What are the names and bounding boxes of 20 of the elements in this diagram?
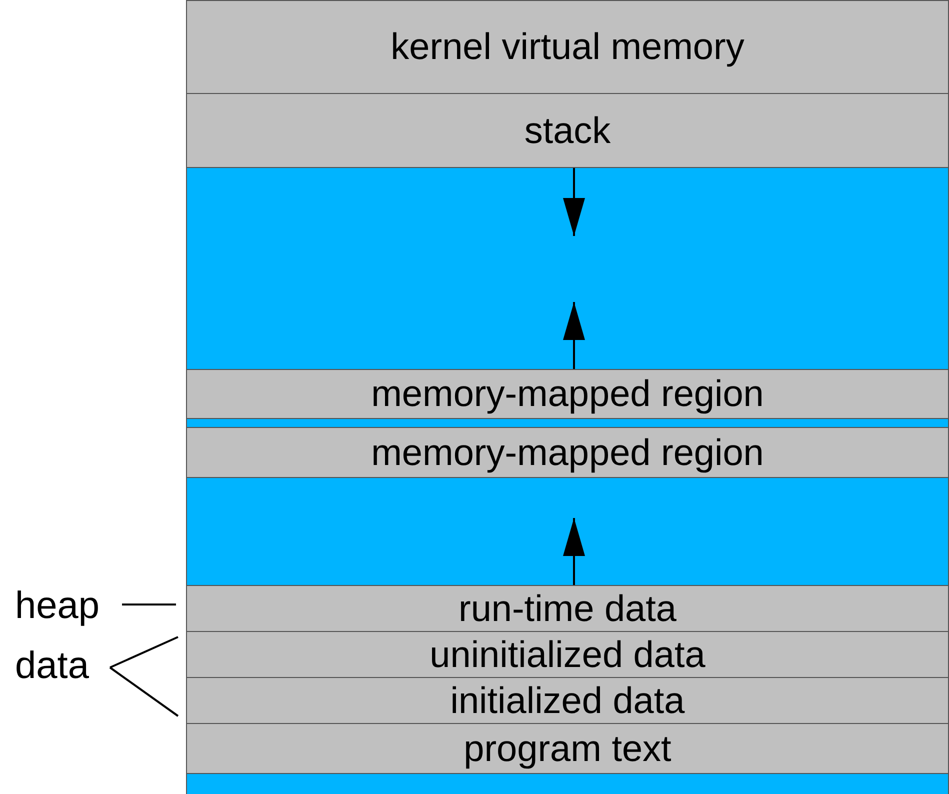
empty-band [186, 167, 949, 370]
segment-label: data [15, 645, 89, 688]
segment-label: heap [15, 585, 100, 628]
leader-line [122, 604, 176, 606]
leader-line [109, 666, 179, 717]
leader-line [563, 518, 585, 585]
leader-line [110, 636, 178, 668]
leader-line [563, 168, 585, 236]
memory-segment: memory-mapped region [186, 427, 949, 478]
empty-band [186, 773, 949, 794]
memory-segment: run-time data [186, 585, 949, 632]
memory-segment: kernel virtual memory [186, 0, 949, 94]
empty-band [186, 418, 949, 428]
memory-segment: program text [186, 723, 949, 774]
memory-segment: memory-mapped region [186, 369, 949, 419]
leader-line [563, 302, 585, 369]
memory-segment: initialized data [186, 677, 949, 724]
empty-band [186, 477, 949, 586]
memory-segment: stack [186, 93, 949, 168]
memory-segment: uninitialized data [186, 631, 949, 678]
